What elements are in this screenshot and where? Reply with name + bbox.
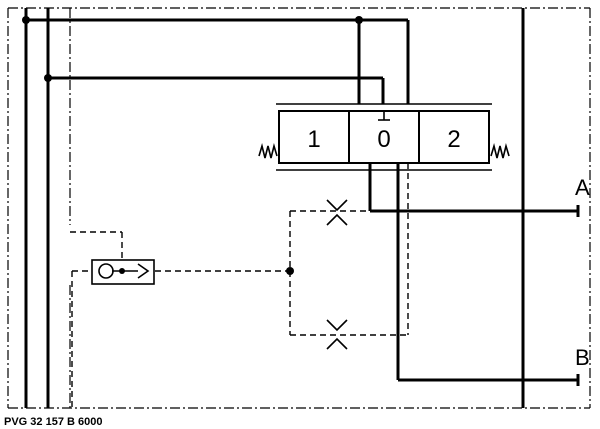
- spool-position-2-label: 2: [447, 126, 460, 153]
- port-a-label: A: [575, 175, 590, 200]
- work-port-lines: A B: [368, 163, 590, 386]
- spool-position-0-label: 0: [377, 126, 390, 153]
- right-spring-icon: [490, 142, 510, 159]
- junction-dot: [22, 16, 30, 24]
- upper-orifice-icon: [326, 199, 348, 226]
- junction-dot: [286, 267, 294, 275]
- spool-box-2: [418, 110, 490, 164]
- shuttle-valve-icon: [91, 259, 155, 285]
- junction-dot: [44, 74, 52, 82]
- spool-valve: 1 0 2: [258, 103, 510, 171]
- lower-orifice-icon: [326, 319, 348, 350]
- supply-lines: [22, 16, 410, 104]
- spool-box-1: [278, 110, 350, 164]
- pilot-lines: [70, 163, 409, 408]
- left-spring-icon: [258, 142, 278, 159]
- port-b-label: B: [575, 345, 590, 370]
- spool-box-0: [348, 110, 420, 164]
- junction-dot: [355, 16, 363, 24]
- model-code-label: PVG 32 157 B 6000: [4, 416, 102, 428]
- module-boundary: [7, 7, 591, 409]
- spool-position-1-label: 1: [307, 126, 320, 153]
- main-lines: [24, 8, 525, 408]
